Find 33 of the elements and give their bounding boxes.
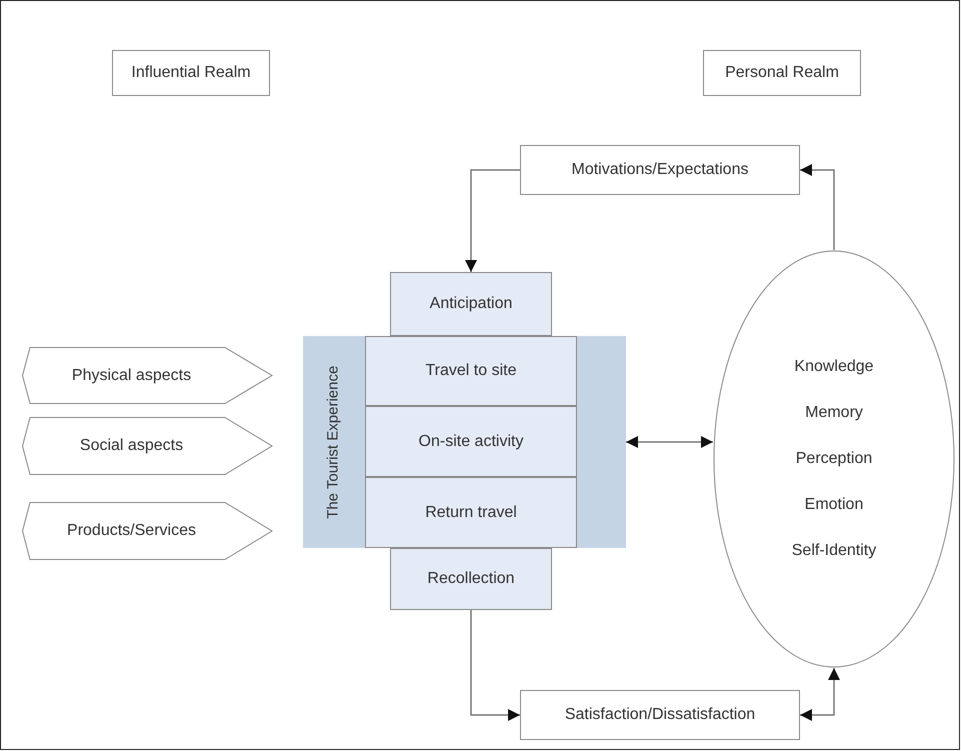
arrow <box>470 610 520 721</box>
band-title: The Tourist Experience <box>324 365 343 519</box>
stage-box <box>365 336 577 406</box>
arrow <box>800 668 840 721</box>
box-label: On-site activity <box>418 432 524 452</box>
box-label: Recollection <box>427 569 515 589</box>
arrow <box>465 169 520 272</box>
ellipse-item: Knowledge <box>794 357 874 377</box>
stage-box <box>365 477 577 548</box>
box-label: Personal Realm <box>725 63 839 83</box>
arrow <box>626 436 713 448</box>
arrow <box>800 164 835 250</box>
experience-band <box>303 336 626 548</box>
ellipse-item: Perception <box>796 449 872 469</box>
shape-label: Products/Services <box>67 522 196 539</box>
process-box <box>520 145 800 195</box>
shape-label: Physical aspects <box>72 366 192 384</box>
box-label: Return travel <box>425 502 517 522</box>
box-label: Anticipation <box>430 294 512 314</box>
shape-label: Social aspects <box>80 437 184 454</box>
stage-box <box>365 406 577 477</box>
ellipse-item: Emotion <box>804 495 864 515</box>
realm-box <box>703 50 861 96</box>
stage-box <box>390 548 552 610</box>
box-label: Travel to site <box>426 361 516 381</box>
box-label: Motivations/Expectations <box>572 160 748 180</box>
realm-box <box>112 50 270 96</box>
ellipse-item: Memory <box>805 403 863 423</box>
stage-box <box>390 272 552 336</box>
process-box <box>520 690 800 740</box>
box-label: Satisfaction/Dissatisfaction <box>564 705 756 725</box>
box-label: Influential Realm <box>131 63 251 83</box>
ellipse-item: Self-Identity <box>792 541 876 561</box>
